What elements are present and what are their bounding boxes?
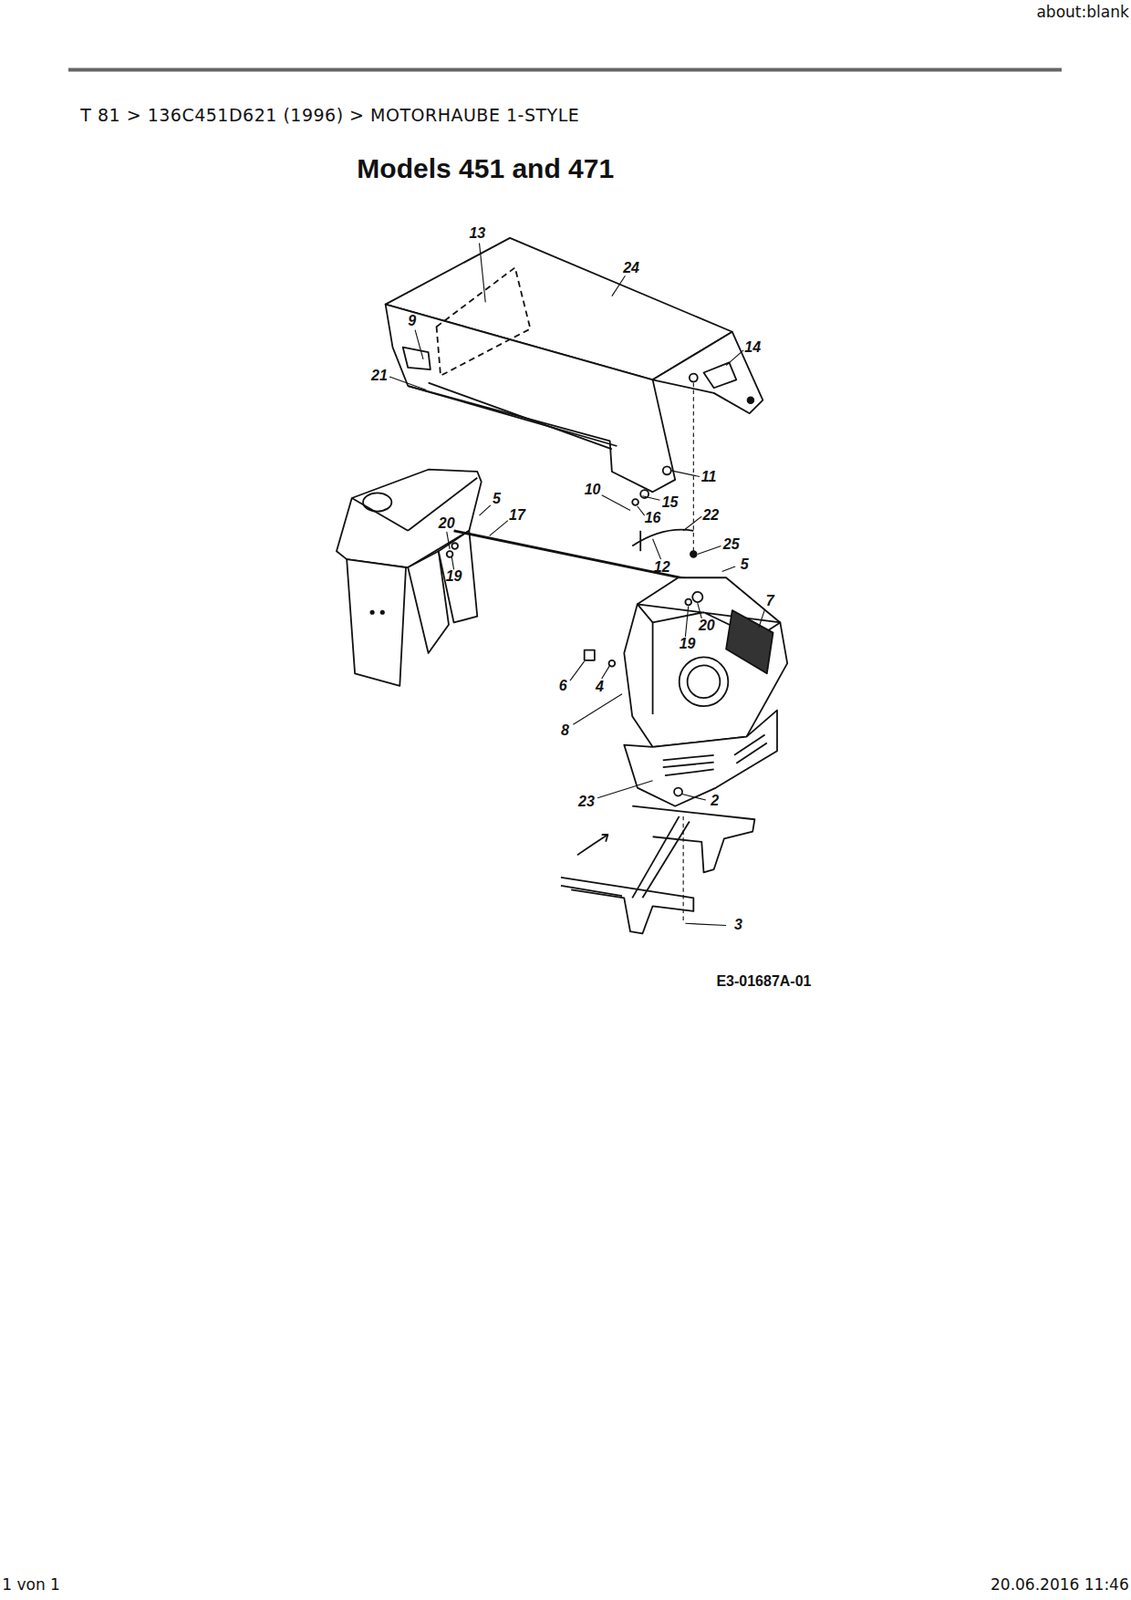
callout-number: 17	[508, 507, 526, 524]
callout-number: 14	[744, 339, 761, 356]
drawing-code: E3-01687A-01	[715, 973, 811, 990]
page-footer: 20.06.2016 11:46	[990, 1576, 1130, 1594]
callout-number: 5	[740, 556, 749, 573]
callout-number: 5	[492, 490, 501, 508]
callout-number: 7	[766, 592, 775, 610]
callout-number: 6	[559, 677, 568, 695]
callout-number: 20	[438, 515, 456, 532]
callout-number: 13	[468, 225, 486, 242]
callout-number: 19	[446, 568, 463, 585]
callout-number: 22	[702, 507, 719, 524]
callout-number: 9	[407, 312, 416, 330]
callout-number: 24	[622, 259, 640, 277]
callout-number: 25	[723, 536, 740, 553]
diagram-title: Models 451 and 471	[356, 153, 614, 184]
callout-number: 23	[578, 793, 595, 810]
callout-number: 15	[662, 494, 679, 511]
page-footer: 1 von 1	[1, 1576, 61, 1594]
callout-number: 10	[584, 481, 602, 499]
callout-number: 21	[371, 367, 388, 384]
callout-number: 2	[710, 792, 719, 810]
breadcrumb: T 81 > 136C451D621 (1996) > MOTORHAUBE 1…	[80, 105, 580, 125]
page-url: about:blank	[1036, 3, 1129, 21]
callout-number: 16	[644, 509, 662, 527]
callout-number: 11	[701, 468, 717, 486]
callout-number: 4	[595, 678, 604, 696]
callout-number: 12	[653, 559, 671, 576]
callout-number: 3	[734, 916, 743, 934]
callout-number: 8	[560, 722, 570, 739]
callout-number: 19	[679, 635, 696, 653]
callout-number: 20	[698, 617, 716, 634]
